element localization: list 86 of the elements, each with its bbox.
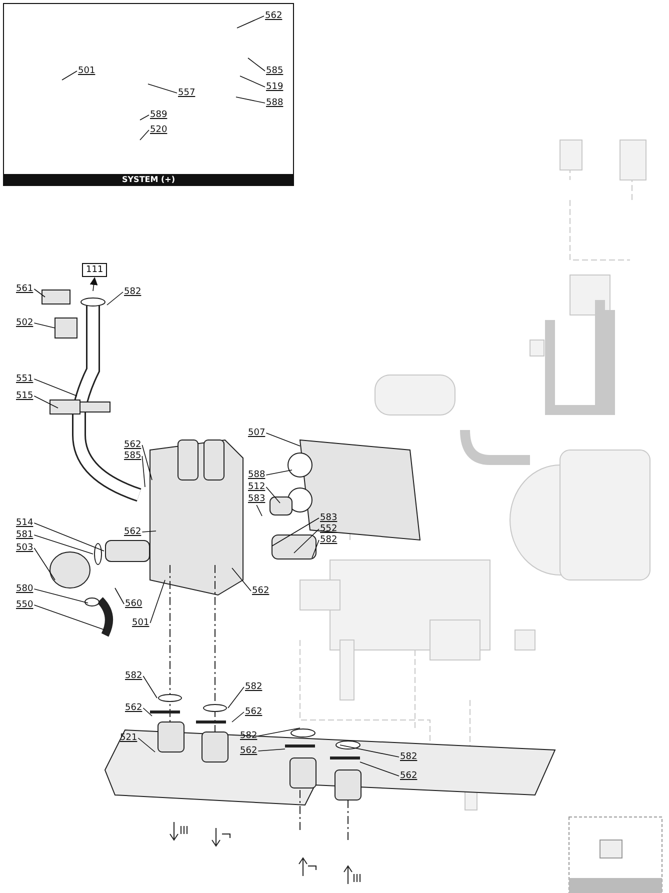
callout-number: 585 — [266, 66, 284, 76]
leader-line — [258, 728, 300, 736]
o-ring — [203, 704, 227, 712]
leader-line — [140, 114, 150, 120]
callout-number: 588 — [248, 470, 266, 480]
callout-number: 515 — [16, 391, 34, 401]
callout-number: 521 — [120, 733, 138, 743]
reference-box: 111 — [82, 263, 108, 277]
callout-number: 582 — [245, 682, 262, 692]
callout-number: 562 — [400, 771, 418, 781]
leader-line — [266, 486, 280, 504]
leader-line — [236, 16, 264, 28]
callout-number: 562 — [124, 440, 142, 450]
leader-line — [340, 744, 400, 758]
leader-line — [236, 96, 266, 104]
callout-number: 582 — [124, 287, 142, 297]
leader-line — [140, 130, 150, 140]
callout-number: 585 — [124, 451, 142, 461]
callout-number: 552 — [320, 524, 338, 534]
leader-line — [34, 604, 106, 630]
callout-number: 582 — [320, 535, 338, 545]
callout-number: 581 — [16, 530, 34, 540]
leader-line — [248, 58, 266, 72]
leader-line — [256, 504, 262, 516]
callout-number: 562 — [265, 11, 282, 21]
leader-line — [312, 540, 320, 558]
callout-number: 501 — [132, 618, 150, 628]
inset-panel — [3, 3, 294, 186]
callout-number: 519 — [266, 82, 284, 92]
leader-line — [266, 470, 292, 476]
leader-line — [240, 76, 266, 88]
leader-line — [34, 378, 78, 396]
leader-line — [34, 534, 94, 554]
callout-number: 501 — [78, 66, 96, 76]
callout-number: 520 — [150, 125, 168, 135]
leader-line — [114, 588, 124, 604]
filter-insert — [105, 540, 150, 562]
leader-line — [294, 528, 320, 554]
callout-number: 514 — [16, 518, 34, 528]
callout-number: 561 — [16, 284, 34, 294]
leader-line — [258, 748, 286, 752]
callout-number: 583 — [248, 494, 266, 504]
leader-line — [142, 456, 146, 488]
leader-line — [34, 548, 56, 580]
callout-number: 507 — [248, 428, 266, 438]
leader-line — [34, 288, 46, 298]
callout-number: 588 — [266, 98, 284, 108]
callout-number: 562 — [245, 707, 262, 717]
callout-number: 562 — [125, 703, 142, 713]
leader-line — [62, 70, 78, 80]
leader-line — [142, 530, 156, 532]
callout-number: 562 — [240, 746, 258, 756]
leader-line — [142, 676, 158, 698]
callout-number: 580 — [16, 584, 34, 594]
callout-number: 512 — [248, 482, 266, 492]
callout-number: 582 — [400, 752, 418, 762]
leader-line — [232, 712, 244, 722]
leader-line — [142, 444, 152, 480]
callout-number: 562 — [252, 586, 270, 596]
callout-number: 560 — [125, 599, 142, 609]
leader-line — [266, 432, 300, 446]
leader-line — [150, 580, 166, 624]
callout-number: 589 — [150, 110, 168, 120]
callout-number: 583 — [320, 513, 338, 523]
leader-line — [142, 708, 152, 716]
leader-line — [34, 522, 104, 552]
leader-line — [148, 84, 178, 94]
callout-number: 582 — [125, 671, 142, 681]
callout-number: 557 — [178, 88, 196, 98]
leader-line — [272, 518, 320, 546]
callout-number: 562 — [124, 527, 142, 537]
callout-number: 551 — [16, 374, 34, 384]
leader-line — [34, 396, 58, 408]
arrow — [90, 277, 98, 292]
panel-title: SYSTEM (+) — [4, 174, 293, 185]
leader-line — [106, 292, 124, 306]
o-ring — [158, 694, 182, 702]
callout-number: 550 — [16, 600, 34, 610]
leader-line — [360, 762, 400, 776]
leader-line — [228, 686, 244, 708]
leader-line — [34, 588, 88, 604]
callout-number: 502 — [16, 318, 34, 328]
leader-line — [138, 738, 156, 752]
leader-line — [34, 322, 56, 328]
o-ring — [94, 543, 102, 565]
callout-number: 503 — [16, 543, 34, 553]
